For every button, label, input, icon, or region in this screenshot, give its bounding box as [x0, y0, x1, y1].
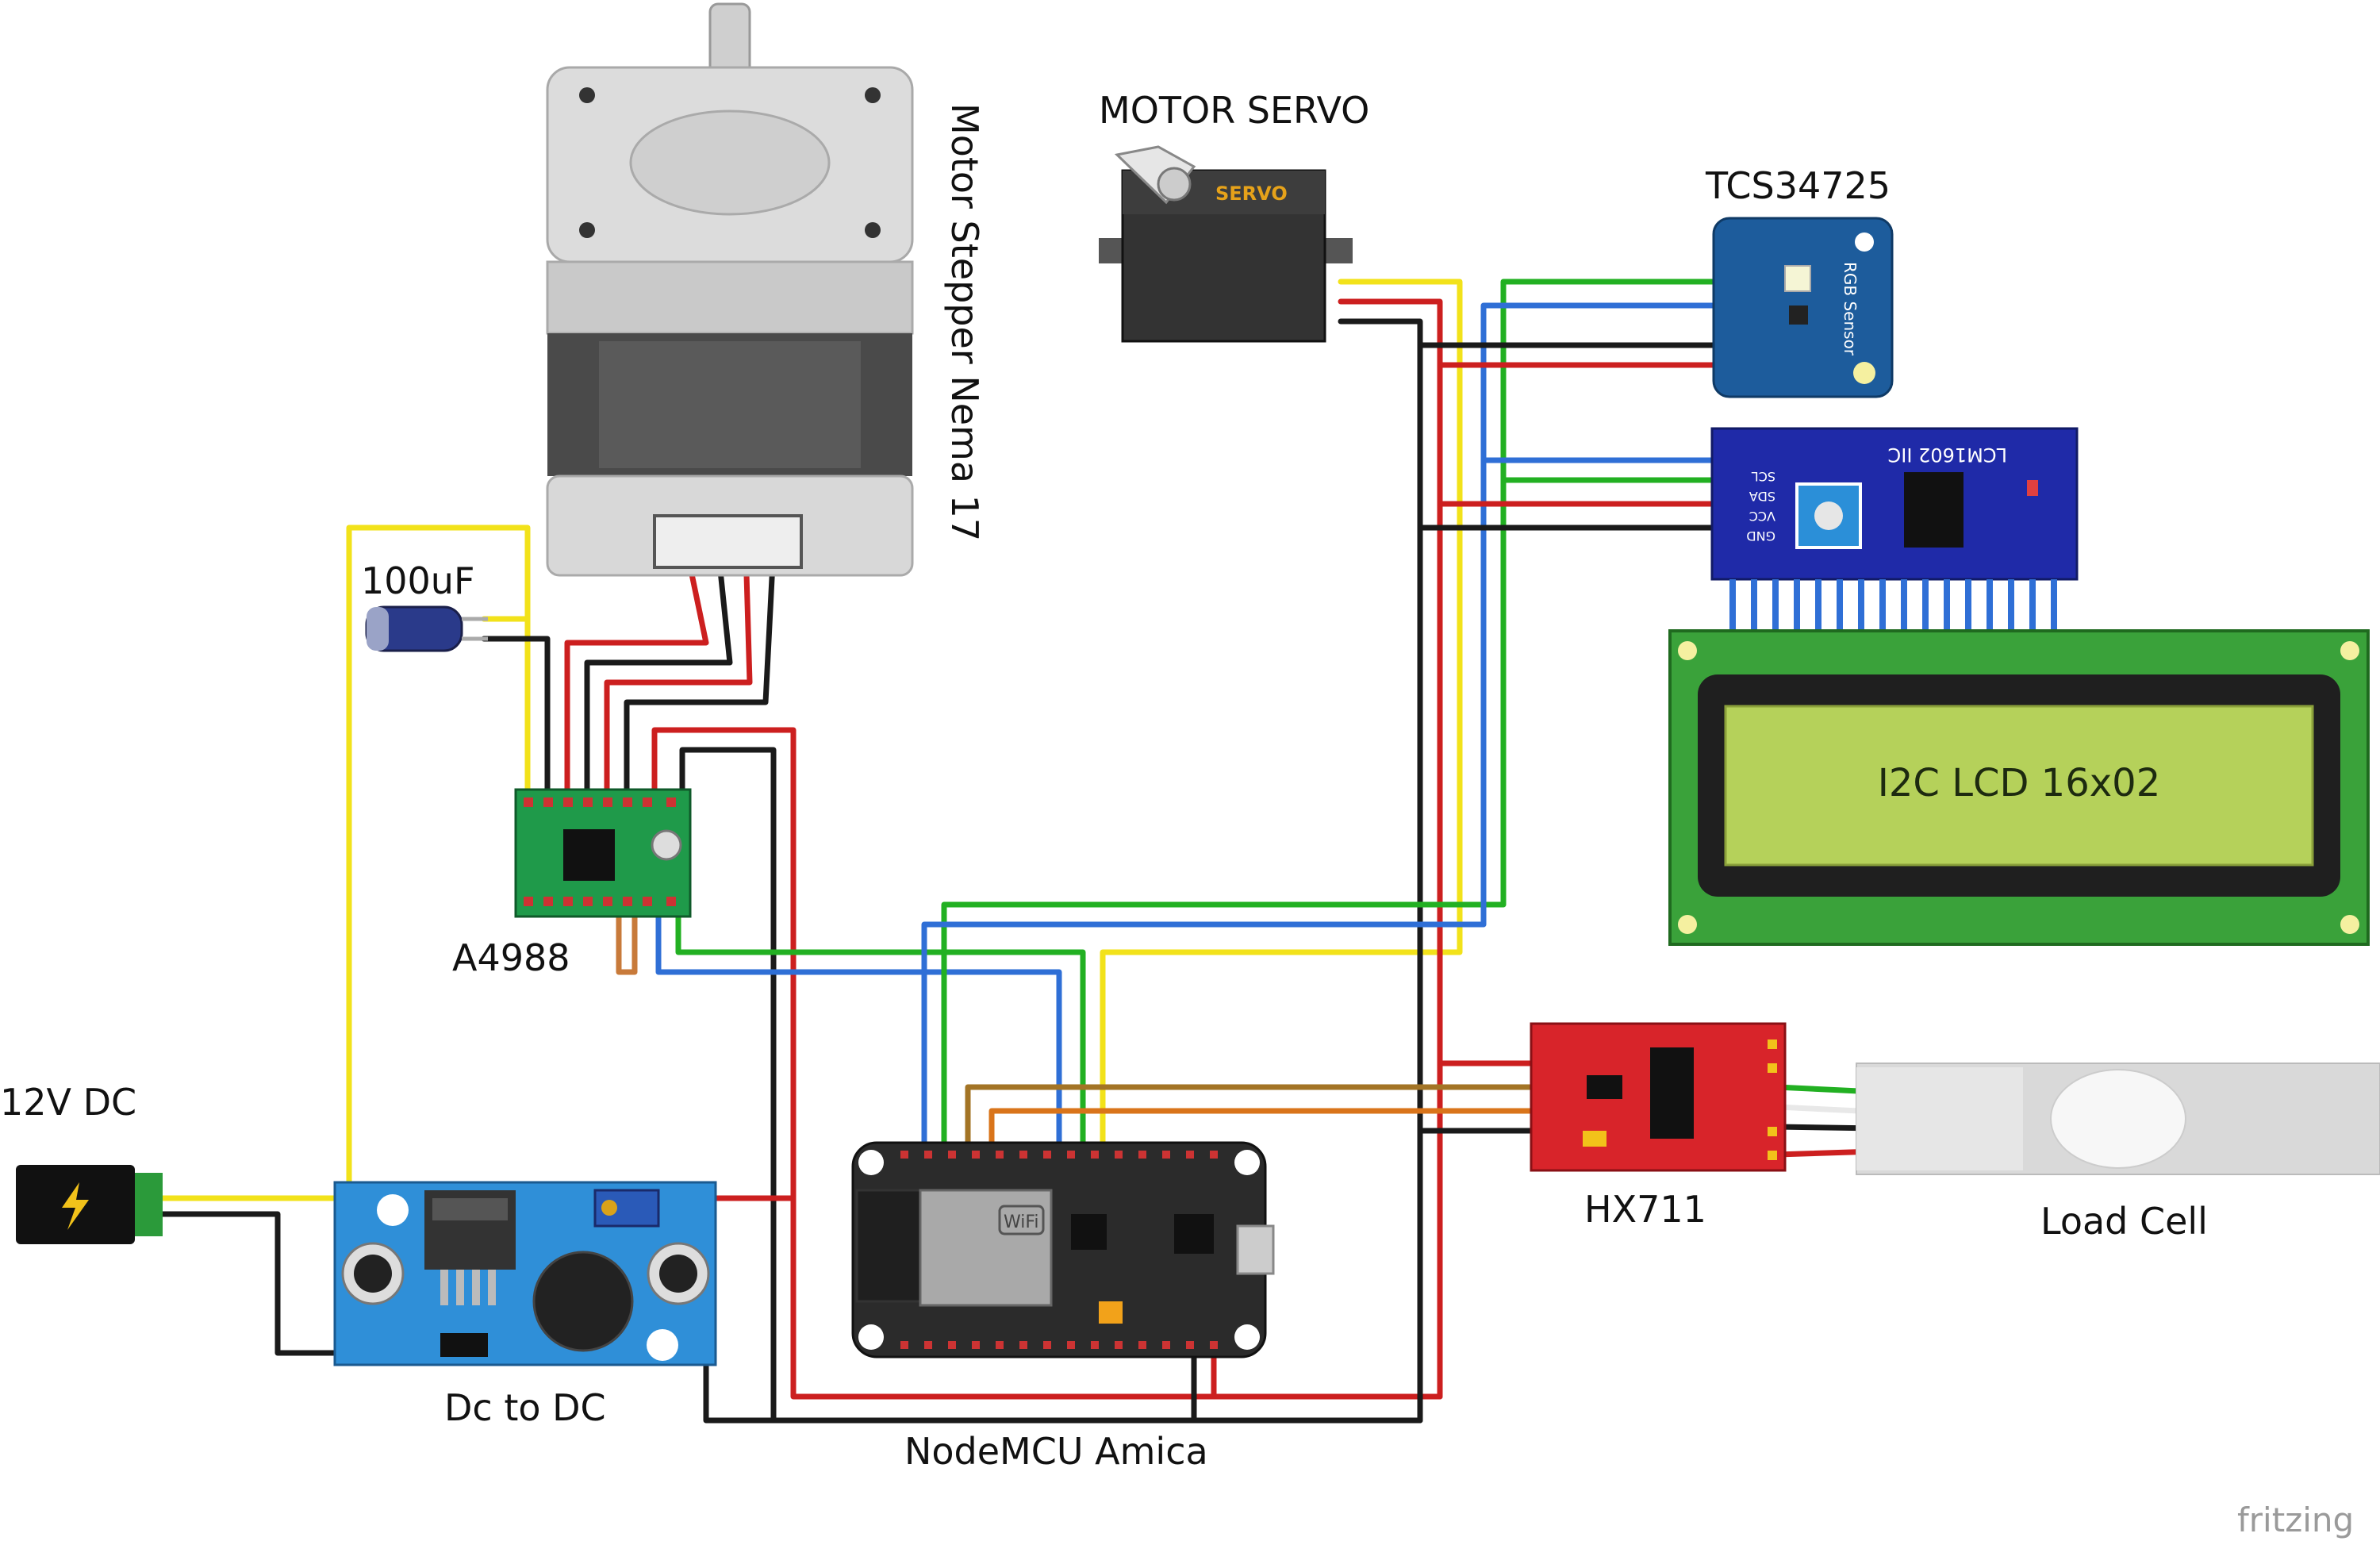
color-sensor-label: TCS34725	[1705, 164, 1891, 207]
wire-coil-1	[564, 544, 709, 801]
wire-5v-red	[703, 1195, 1443, 1400]
power-jack: 12V DC	[0, 1081, 163, 1244]
wires	[159, 279, 2026, 1424]
stepper-motor: Motor Stepper Nema 17	[546, 2, 986, 577]
wire-scl-blue	[921, 302, 1733, 1154]
load-cell: Load Cell	[1856, 1063, 2380, 1243]
wire-servo-vcc-red	[1338, 298, 1443, 1400]
wire-servo-gnd-black	[1338, 318, 1423, 1424]
wifi-label: WiFi	[1004, 1212, 1039, 1232]
brand-watermark: fritzing	[2237, 1501, 2354, 1539]
wire-coil-4	[624, 544, 777, 801]
stepper-connector	[653, 514, 803, 569]
a4988-driver: A4988	[452, 788, 692, 979]
backpack-pin-vcc: VCC	[1749, 509, 1775, 524]
wire-jumper-orange	[616, 905, 638, 975]
wire-sda-green	[941, 279, 1733, 1154]
servo-label: MOTOR SERVO	[1099, 89, 1369, 132]
wire-servo-signal-yellow	[1100, 279, 1463, 1154]
wire-gnd-black	[703, 1350, 1423, 1424]
servo-body-label: SERVO	[1215, 183, 1288, 205]
capacitor-label: 100uF	[361, 559, 474, 602]
backpack-pin-sda: SDA	[1749, 489, 1775, 504]
lcd-screen	[1724, 705, 2314, 867]
wire-cap-black	[481, 636, 551, 801]
stepper-flange	[629, 110, 831, 216]
wire-step-green	[675, 905, 1086, 1154]
esp-module	[919, 1189, 1053, 1307]
buck-converter: Dc to DC	[333, 1181, 717, 1429]
mcu-label: NodeMCU Amica	[904, 1430, 1208, 1473]
backpack-pin-scl: SCL	[1752, 469, 1775, 484]
wire-coil-3	[604, 544, 753, 801]
hx711-module: HX711	[1530, 1022, 1787, 1231]
lcd-display: I2C LCD 16x02	[1668, 629, 2370, 946]
color-sensor: RGB Sensor TCS34725	[1705, 164, 1894, 398]
lcd-backpack: LCM1602 IIC SCL SDA VCC GND	[1710, 427, 2079, 647]
backpack-pin-gnd: GND	[1746, 528, 1775, 544]
buck-label: Dc to DC	[444, 1386, 606, 1429]
wire-hx-dt-brown	[965, 1084, 1546, 1154]
wire-vmot-yellow	[346, 525, 531, 1201]
stepper-label: Motor Stepper Nema 17	[943, 103, 986, 541]
lcd-label: I2C LCD 16x02	[1878, 761, 2161, 805]
wire-dir-blue	[655, 905, 1062, 1154]
color-sensor-sub-label: RGB Sensor	[1841, 262, 1860, 356]
wire-12v-gnd-black	[159, 1211, 344, 1356]
hx711-label: HX711	[1584, 1188, 1706, 1231]
driver-label: A4988	[452, 936, 570, 979]
nodemcu: WiFi NodeMCU Amica	[851, 1141, 1275, 1473]
wire-coil-2	[584, 544, 733, 801]
wire-driver-vdd-red	[651, 727, 797, 1396]
wire-hx-sck-orange	[988, 1108, 1546, 1154]
load-cell-label: Load Cell	[2040, 1200, 2208, 1243]
lcd-backpack-label: LCM1602 IIC	[1888, 444, 2007, 466]
lightning-icon	[62, 1182, 89, 1230]
power-jack-label: 12V DC	[0, 1081, 136, 1124]
capacitor: 100uF	[361, 559, 488, 652]
wire-driver-gnd-black	[679, 747, 777, 1424]
servo-motor: SERVO MOTOR SERVO	[1099, 89, 1369, 343]
